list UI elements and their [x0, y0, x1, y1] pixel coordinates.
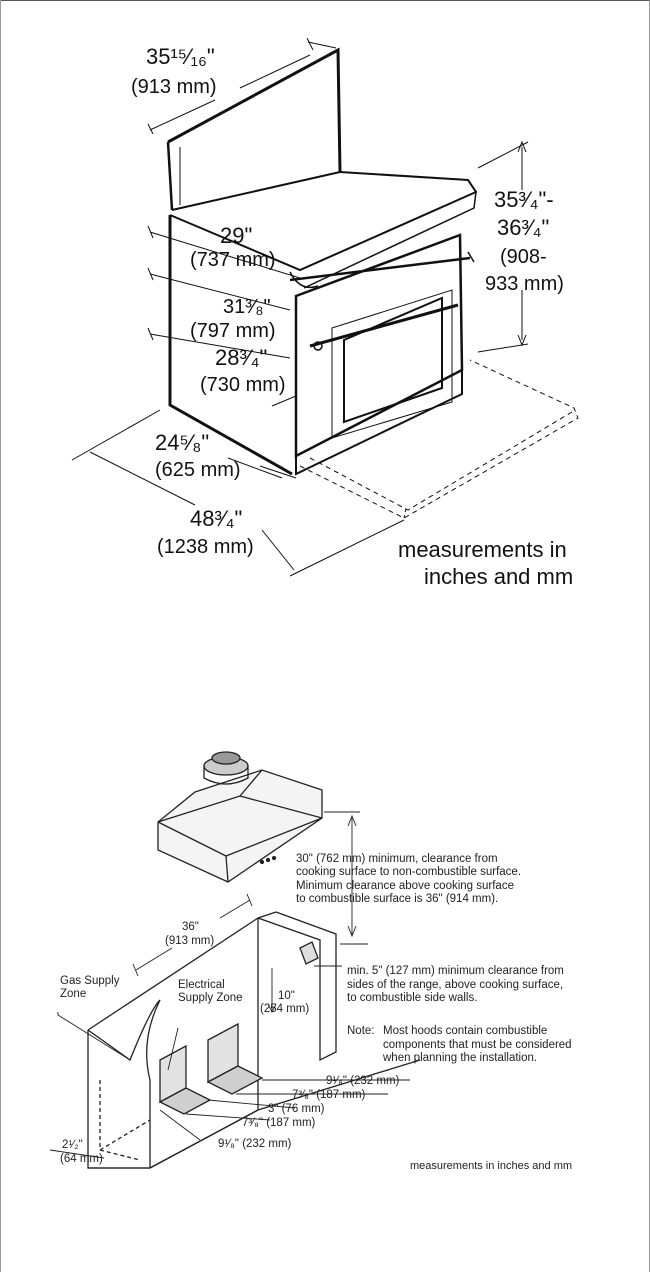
note-line-2: components that must be considered [383, 1039, 572, 1051]
dim-depth-48-mm: (1238 mm) [157, 536, 254, 558]
dim-9-1-8-right: 9¹⁄₈" (232 mm) [326, 1075, 400, 1087]
hood-clearance-line-4: to combustible surface is 36" (914 mm). [296, 893, 498, 905]
dim-height-mm-max: 933 mm) [485, 273, 564, 295]
note-line-1: Most hoods contain combustible [383, 1025, 547, 1037]
range-labels: 35¹⁵⁄₁₆" (913 mm) 35³⁄₄"- 36³⁄₄" (908- 9… [131, 44, 573, 589]
height-10-inches: 10" [278, 990, 295, 1002]
range-dimension-lines [71, 37, 529, 577]
dim-depth-48-inches: 48³⁄₄" [190, 506, 242, 531]
installation-units-note: measurements in inches and mm [410, 1160, 572, 1172]
installation-drawing [87, 751, 421, 1169]
dim-7-3-8-right: 7³⁄₈" (187 mm) [292, 1089, 366, 1101]
dim-depth-31-mm: (797 mm) [190, 320, 276, 342]
page-border-left [0, 0, 1, 1272]
units-note-line1: measurements in [398, 537, 567, 562]
installation-dimension-lines [49, 811, 410, 1159]
dim-height-inches-min: 35³⁄₄"- [494, 187, 554, 212]
hood-clearance-line-1: 30" (762 mm) minimum, clearance from [296, 853, 498, 865]
electrical-zone-label-line2: Supply Zone [178, 992, 243, 1004]
hood-clearance-line-3: Minimum clearance above cooking surface [296, 880, 514, 892]
dim-depth-29-mm: (737 mm) [190, 249, 276, 271]
hood-clearance-line-2: cooking surface to non-combustible surfa… [296, 866, 521, 878]
side-clearance-line-2: sides of the range, above cooking surfac… [347, 979, 563, 991]
dim-width-mm: (913 mm) [131, 76, 217, 98]
dim-depth-24-mm: (625 mm) [155, 459, 241, 481]
dim-depth-29-inches: 29" [220, 223, 252, 248]
dim-depth-24-inches: 24⁵⁄₈" [155, 430, 209, 455]
dim-left-mm: (64 mm) [60, 1153, 103, 1165]
note-line-3: when planning the installation. [382, 1052, 537, 1064]
gas-zone-label-line1: Gas Supply [60, 975, 120, 987]
width-mm: (913 mm) [165, 935, 214, 947]
installation-labels: 30" (762 mm) minimum, clearance from coo… [60, 853, 572, 1172]
width-inches: 36" [182, 921, 199, 933]
dim-height-mm-min: (908- [500, 246, 547, 268]
range-drawing [166, 47, 579, 519]
electrical-zone-label-line1: Electrical [178, 979, 225, 991]
dim-width-inches: 35¹⁵⁄₁₆" [146, 44, 215, 69]
height-10-mm: (254 mm) [260, 1003, 309, 1015]
units-note-line2: inches and mm [424, 564, 573, 589]
dim-left-inches: 2¹⁄₂" [62, 1139, 83, 1151]
dim-3-inch: 3" (76 mm) [268, 1103, 325, 1115]
page-border-top [0, 0, 649, 1]
dim-height-inches-max: 36³⁄₄" [497, 215, 549, 240]
dim-depth-28-mm: (730 mm) [200, 374, 286, 396]
side-clearance-line-3: to combustible side walls. [347, 992, 477, 1004]
dim-depth-28-inches: 28³⁄₄" [215, 345, 267, 370]
gas-zone-label-line2: Zone [60, 988, 86, 1000]
note-label: Note: [347, 1025, 375, 1037]
side-clearance-line-1: min. 5" (127 mm) minimum clearance from [347, 965, 564, 977]
dim-7-3-8-left: 7³⁄₈" (187 mm) [242, 1117, 316, 1129]
dim-9-1-8-left: 9¹⁄₈" (232 mm) [218, 1138, 292, 1150]
dim-depth-31-inches: 31³⁄₈" [223, 296, 271, 318]
